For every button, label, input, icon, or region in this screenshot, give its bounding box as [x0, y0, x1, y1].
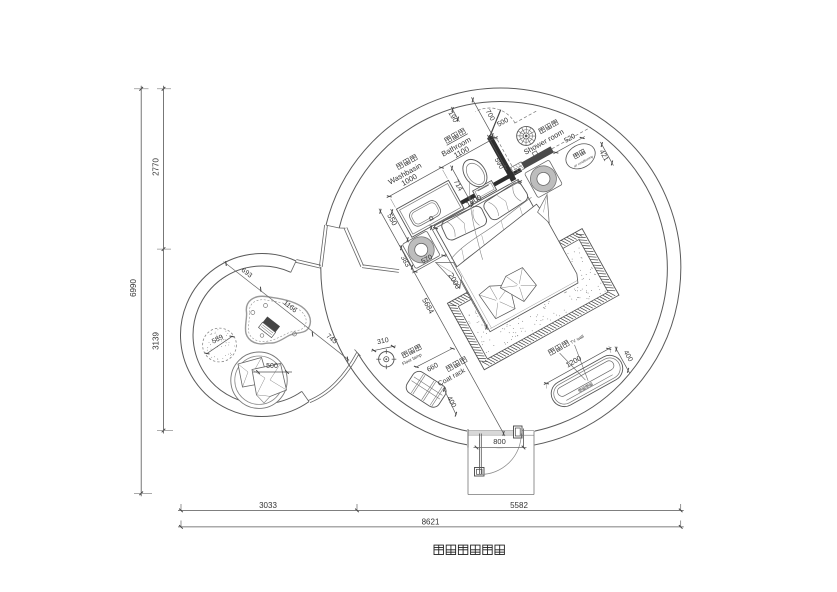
- svg-text:421: 421: [598, 149, 610, 163]
- svg-text:3033: 3033: [259, 501, 277, 510]
- svg-text:520: 520: [563, 133, 577, 145]
- svg-text:500: 500: [496, 117, 510, 129]
- svg-text:500: 500: [266, 363, 278, 370]
- svg-text:190: 190: [447, 110, 459, 124]
- svg-text:714: 714: [452, 179, 464, 193]
- svg-text:3139: 3139: [152, 332, 161, 350]
- svg-text:660: 660: [426, 362, 440, 374]
- svg-text:800: 800: [493, 437, 506, 446]
- svg-text:5582: 5582: [510, 501, 528, 510]
- svg-text:400: 400: [445, 395, 457, 409]
- svg-text:383: 383: [399, 255, 411, 269]
- svg-text:8621: 8621: [422, 518, 440, 527]
- svg-text:310: 310: [377, 337, 390, 346]
- svg-text:589: 589: [211, 334, 225, 346]
- svg-text:590: 590: [493, 157, 505, 171]
- svg-text:570: 570: [420, 254, 434, 266]
- svg-text:700: 700: [484, 109, 496, 123]
- svg-text:TV wall: TV wall: [569, 334, 584, 346]
- svg-text:6990: 6990: [129, 279, 138, 297]
- svg-text:2770: 2770: [152, 158, 161, 176]
- svg-text:400: 400: [622, 349, 634, 363]
